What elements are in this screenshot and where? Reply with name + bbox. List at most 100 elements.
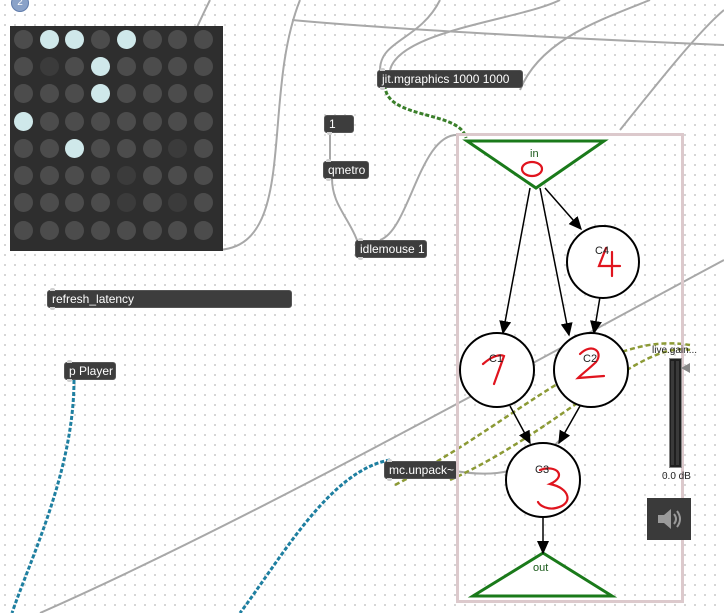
matrix-cell[interactable] [39, 193, 59, 213]
gain-name-label: live.gain... [652, 345, 698, 356]
message-one[interactable]: 1 [324, 115, 354, 135]
matrix-cell[interactable] [168, 111, 188, 131]
matrix-cell[interactable] [91, 57, 111, 77]
matrix-cell[interactable] [116, 111, 136, 131]
matrix-cell[interactable] [168, 166, 188, 186]
mc-dashed-cord [394, 342, 691, 487]
cord [379, 0, 441, 71]
matrix-cell[interactable] [39, 138, 59, 158]
matrix-cell[interactable] [193, 166, 213, 186]
matrix-cell[interactable] [142, 30, 162, 49]
handwritten-3 [536, 467, 569, 510]
edge [499, 187, 531, 335]
matrix-cell[interactable] [91, 111, 111, 131]
matrix-cell[interactable] [91, 220, 111, 240]
speaker-icon [658, 509, 681, 529]
green-cord [383, 84, 468, 139]
matrix-cell[interactable] [91, 193, 111, 213]
matrix-cell[interactable] [142, 111, 162, 131]
handwritten-0 [520, 160, 544, 178]
gain-slider[interactable] [669, 358, 682, 468]
matrix-cell[interactable] [39, 30, 59, 49]
node-c4 [566, 225, 640, 299]
matrix-cell[interactable] [91, 84, 111, 104]
qmetro-object[interactable]: qmetro [323, 159, 369, 181]
matrix-cell[interactable] [142, 193, 162, 213]
matrix-cell[interactable] [39, 111, 59, 131]
matrix-cell[interactable] [142, 84, 162, 104]
idlemouse-object[interactable]: idlemouse 1 [355, 238, 427, 260]
matrix-cell[interactable] [91, 166, 111, 186]
matrix-cell[interactable] [142, 57, 162, 77]
matrix-cell[interactable] [142, 220, 162, 240]
matrix-cell[interactable] [116, 30, 136, 49]
matrix-cell[interactable] [14, 57, 33, 77]
matrix-cell[interactable] [116, 138, 136, 158]
cord [39, 259, 724, 613]
matrix-cell[interactable] [193, 84, 213, 104]
matrix-cell[interactable] [116, 166, 136, 186]
speaker-button[interactable] [647, 498, 691, 540]
in-triangle [462, 139, 609, 190]
matrix-cell[interactable] [39, 84, 59, 104]
matrix-cell[interactable] [168, 84, 188, 104]
matrix-cell[interactable] [65, 193, 85, 213]
matrix-cell[interactable] [168, 138, 188, 158]
edge [544, 187, 582, 231]
node-label-c1: C1 [489, 353, 503, 365]
matrix-cell[interactable] [91, 138, 111, 158]
gain-pointer-icon [681, 363, 690, 373]
matrix-cell[interactable] [142, 138, 162, 158]
matrix-cell[interactable] [193, 193, 213, 213]
mc-unpack-object[interactable]: mc.unpack~ [384, 459, 458, 481]
cord [519, 0, 651, 91]
matrix-cell[interactable] [116, 193, 136, 213]
cord [214, 0, 301, 251]
matrix-cell[interactable] [116, 57, 136, 77]
matrix-cell[interactable] [14, 138, 33, 158]
matrix-cell[interactable] [91, 30, 111, 49]
node-c2 [553, 332, 629, 408]
edge [539, 187, 573, 337]
matrix-cell[interactable] [65, 220, 85, 240]
matrix-cell[interactable] [65, 166, 85, 186]
node-c1 [459, 332, 535, 408]
matrix-cell[interactable] [193, 220, 213, 240]
matrix-cell[interactable] [14, 166, 33, 186]
p-player-object[interactable]: p Player [64, 360, 116, 382]
matrix-cell[interactable] [142, 166, 162, 186]
matrix-cell[interactable] [14, 193, 33, 213]
node-label-c2: C2 [583, 353, 597, 365]
matrix-cell[interactable] [193, 138, 213, 158]
refresh-latency-object[interactable]: refresh_latency [47, 288, 292, 310]
matrix-cell[interactable] [14, 30, 33, 49]
matrix-cell[interactable] [168, 30, 188, 49]
matrix-cell[interactable] [168, 57, 188, 77]
jit-mgraphics-object[interactable]: jit.mgraphics 1000 1000 [377, 68, 523, 90]
matrix-cell[interactable] [168, 193, 188, 213]
matrix-cell[interactable] [193, 111, 213, 131]
matrix-cell[interactable] [65, 57, 85, 77]
button-matrix[interactable] [10, 26, 223, 251]
matrix-cell[interactable] [116, 84, 136, 104]
mc-cord [10, 379, 76, 613]
matrix-cell[interactable] [193, 57, 213, 77]
matrix-cell[interactable] [65, 30, 85, 49]
handwritten-4 [597, 246, 622, 278]
handwritten-1 [481, 354, 506, 386]
matrix-cell[interactable] [65, 138, 85, 158]
mc-cord [238, 458, 391, 613]
matrix-cell[interactable] [193, 30, 213, 49]
matrix-cell[interactable] [116, 220, 136, 240]
matrix-cell[interactable] [168, 220, 188, 240]
matrix-cell[interactable] [65, 111, 85, 131]
matrix-cell[interactable] [14, 84, 33, 104]
matrix-cell[interactable] [39, 220, 59, 240]
matrix-cell[interactable] [14, 111, 33, 131]
matrix-cell[interactable] [65, 84, 85, 104]
matrix-cell[interactable] [14, 220, 33, 240]
matrix-cell[interactable] [39, 57, 59, 77]
matrix-cell[interactable] [39, 166, 59, 186]
